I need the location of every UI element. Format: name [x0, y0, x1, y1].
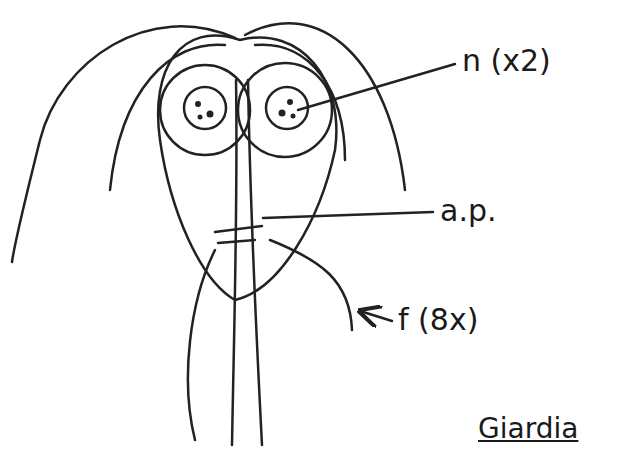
adhesive-disc-lobe	[238, 63, 332, 157]
median-body	[215, 226, 262, 232]
leader-line	[298, 64, 455, 110]
nucleus	[184, 87, 226, 129]
flagellum	[12, 26, 235, 262]
median-body	[218, 240, 255, 243]
part-label: a.p.	[440, 194, 497, 227]
flagellum	[248, 80, 262, 445]
chromatin-dot	[287, 99, 293, 105]
chromatin-dot	[198, 115, 203, 120]
chromatin-dot	[207, 111, 214, 118]
part-label: n (x2)	[462, 44, 551, 77]
flagellum	[255, 45, 345, 160]
chromatin-dot	[195, 101, 201, 107]
flagellum	[245, 23, 405, 190]
chromatin-dot	[291, 114, 296, 119]
leader-line	[263, 212, 433, 218]
flagellum	[270, 240, 352, 330]
flagellum	[188, 250, 215, 440]
chromatin-dot	[279, 110, 286, 117]
flagellum	[110, 45, 225, 190]
leader-arrow	[360, 311, 392, 321]
caption: Giardia	[478, 414, 578, 445]
flagellum	[232, 80, 237, 445]
part-label: f (8x)	[398, 303, 478, 336]
